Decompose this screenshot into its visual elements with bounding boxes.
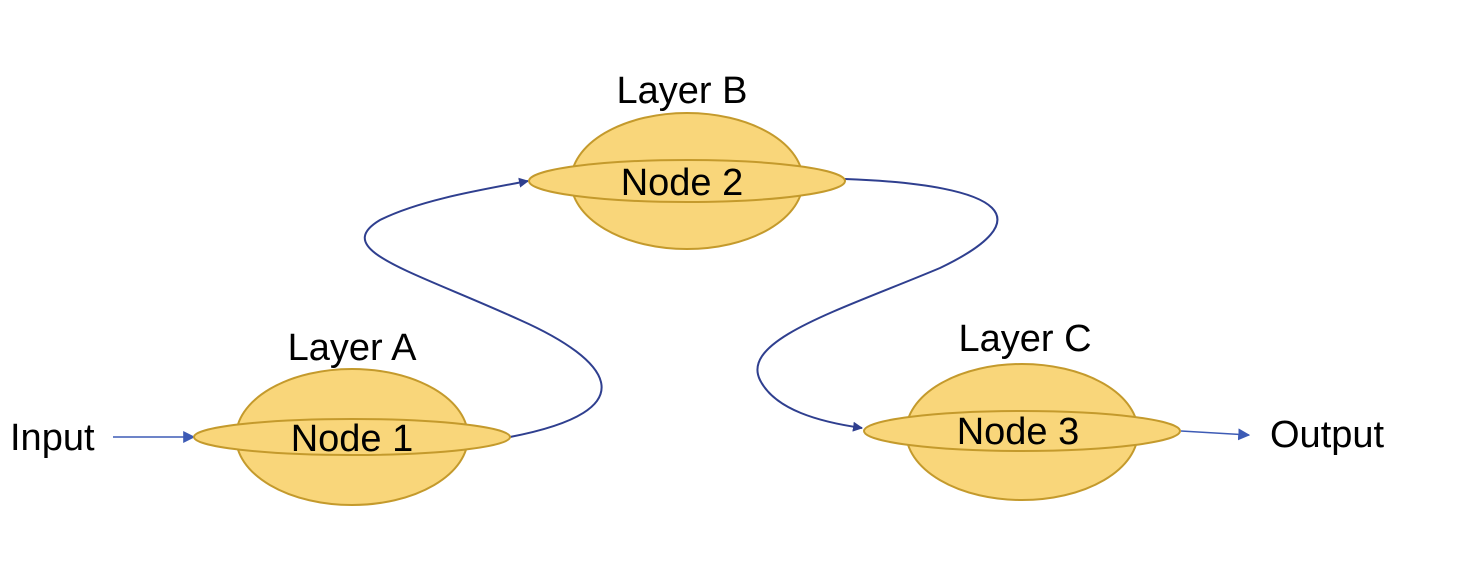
node-1-label: Node 1 — [291, 418, 414, 460]
node-3-label: Node 3 — [957, 411, 1080, 453]
output-label: Output — [1270, 414, 1385, 456]
edge-node-3-to-output — [1180, 428, 1251, 441]
node-1-ellipse — [193, 418, 511, 456]
node-2-label: Node 2 — [621, 162, 744, 204]
node-2-group: Layer B Node 2 — [528, 70, 846, 250]
node-3-ellipse — [863, 410, 1181, 452]
input-label: Input — [10, 417, 95, 459]
layer-b-label: Layer B — [617, 70, 748, 112]
node-3-group: Layer C Node 3 — [863, 318, 1181, 501]
node-1-group: Layer A Node 1 — [193, 327, 511, 506]
edge-node-2-to-node-3 — [756, 178, 999, 432]
layer-c-label: Layer C — [958, 318, 1091, 360]
layer-a-label: Layer A — [288, 327, 418, 369]
edge-node-1-to-node-2 — [363, 177, 603, 438]
node-2-ellipse — [528, 159, 846, 203]
